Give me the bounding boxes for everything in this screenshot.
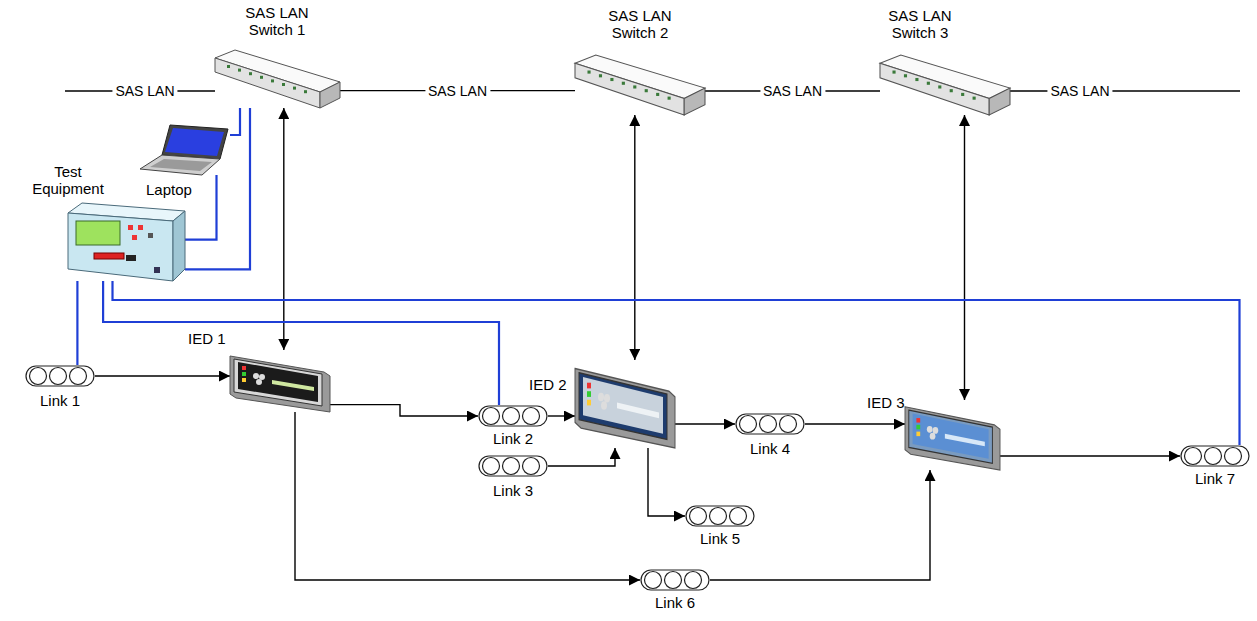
comm-link: Link 3 bbox=[478, 455, 548, 477]
signal-arrow bbox=[805, 423, 905, 424]
signal-arrow bbox=[1000, 455, 1180, 456]
signal-arrow bbox=[648, 448, 685, 516]
ied-icon bbox=[905, 400, 1000, 470]
test-equipment: Test Equipment bbox=[68, 203, 185, 281]
node-label: Laptop bbox=[146, 181, 192, 198]
signal-arrow bbox=[675, 423, 735, 424]
network-switch: SAS LAN Switch 3 bbox=[880, 55, 1010, 115]
comm-link: Link 5 bbox=[685, 505, 755, 527]
comm-link: Link 4 bbox=[735, 413, 805, 435]
signal-arrow bbox=[964, 115, 965, 400]
node-label: SAS LAN Switch 2 bbox=[600, 7, 680, 41]
test-cable bbox=[113, 281, 1240, 445]
ied-relay: IED 1 bbox=[230, 350, 330, 412]
test-set-icon bbox=[68, 203, 185, 281]
node-label: Link 2 bbox=[478, 430, 548, 447]
network-label: SAS LAN bbox=[112, 83, 177, 99]
signal-arrow bbox=[283, 108, 284, 350]
test-cable bbox=[230, 108, 240, 135]
node-label: Link 4 bbox=[735, 440, 805, 457]
laptop-icon bbox=[140, 125, 230, 175]
node-label: Test Equipment bbox=[30, 163, 106, 197]
node-label: SAS LAN Switch 3 bbox=[880, 7, 960, 41]
node-label: IED 3 bbox=[867, 394, 905, 411]
ied-icon bbox=[575, 360, 675, 448]
signal-arrow bbox=[330, 405, 478, 416]
network-switch: SAS LAN Switch 2 bbox=[575, 55, 705, 115]
node-label: IED 1 bbox=[188, 330, 226, 347]
edge-label: SAS LAN bbox=[760, 83, 825, 99]
link-icon bbox=[1180, 445, 1250, 467]
link-icon bbox=[640, 569, 710, 591]
signal-arrow bbox=[634, 115, 635, 360]
node-label: SAS LAN Switch 1 bbox=[237, 4, 317, 38]
comm-link: Link 7 bbox=[1180, 445, 1250, 467]
link-icon bbox=[735, 413, 805, 435]
node-label: Link 5 bbox=[685, 530, 755, 547]
edge-label: SAS LAN bbox=[425, 83, 490, 99]
link-icon bbox=[478, 455, 548, 477]
node-label: Link 1 bbox=[25, 392, 95, 409]
switch-icon bbox=[215, 50, 340, 108]
test-cable bbox=[76, 281, 78, 365]
signal-arrow bbox=[295, 412, 640, 580]
network-switch: SAS LAN Switch 1 bbox=[215, 50, 340, 108]
switch-icon bbox=[575, 55, 705, 115]
node-label: Link 3 bbox=[478, 482, 548, 499]
switch-icon bbox=[880, 55, 1010, 115]
network-label: SAS LAN bbox=[1047, 83, 1112, 99]
node-label: IED 2 bbox=[529, 376, 567, 393]
signal-arrow bbox=[95, 375, 230, 376]
ied-relay: IED 2 bbox=[575, 360, 675, 448]
comm-link: Link 6 bbox=[640, 569, 710, 591]
signal-arrow bbox=[548, 448, 615, 466]
comm-link: Link 2 bbox=[478, 405, 548, 427]
link-icon bbox=[685, 505, 755, 527]
ied-relay: IED 3 bbox=[905, 400, 1000, 470]
comm-link: Link 1 bbox=[25, 365, 95, 387]
signal-arrow bbox=[548, 415, 575, 416]
lan-cable bbox=[1010, 90, 1240, 91]
laptop: Laptop bbox=[140, 125, 230, 175]
ied-icon bbox=[230, 350, 330, 412]
node-label: Link 6 bbox=[640, 594, 710, 611]
link-icon bbox=[25, 365, 95, 387]
node-label: Link 7 bbox=[1180, 470, 1250, 487]
link-icon bbox=[478, 405, 548, 427]
